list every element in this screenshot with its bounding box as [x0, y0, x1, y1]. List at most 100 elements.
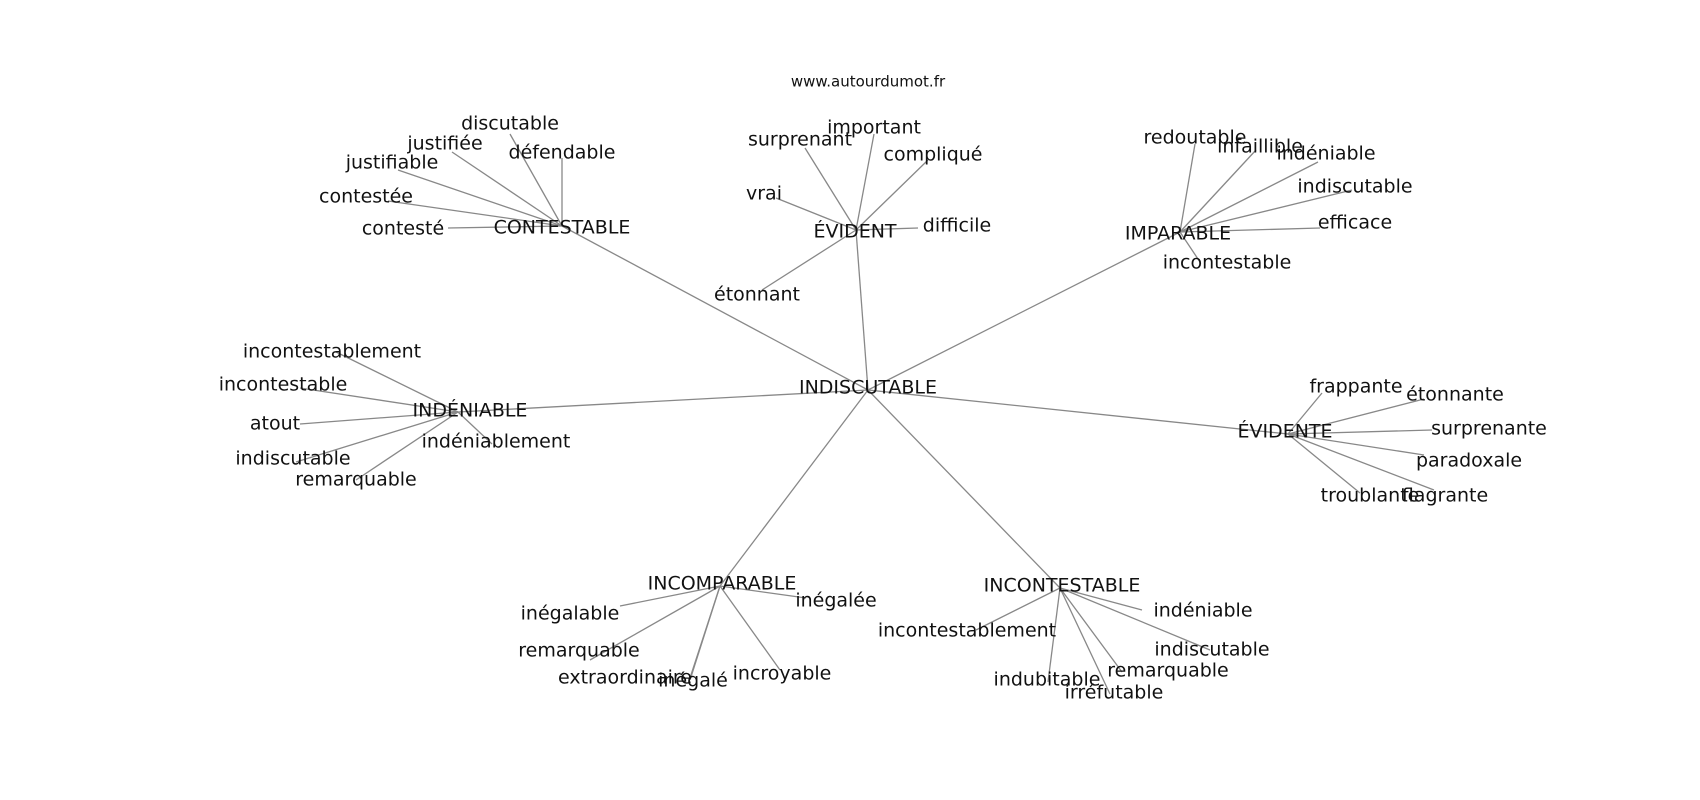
word-node-atout[interactable]: atout — [250, 413, 300, 435]
edge-indeniable-incontestablement — [335, 351, 459, 413]
hub-node-incomparable[interactable]: INCOMPARABLE — [648, 573, 797, 595]
word-node-etonnante[interactable]: étonnante — [1406, 384, 1504, 406]
word-node-indubitable[interactable]: indubitable — [994, 669, 1101, 691]
edge-contestable-conteste — [447, 225, 563, 229]
word-node-incontestable[interactable]: incontestable — [1163, 252, 1292, 274]
word-node-inegale[interactable]: inégalé — [658, 670, 728, 692]
hub-node-incontestable[interactable]: INCONTESTABLE — [984, 575, 1141, 597]
edge-incomparable-inegalable — [619, 585, 721, 607]
edge-imparable-indeniable — [1179, 161, 1319, 233]
edge-imparable-indiscutable — [1179, 189, 1353, 233]
word-node-vrai[interactable]: vrai — [746, 183, 782, 205]
word-node-incontestablement[interactable]: incontestablement — [878, 620, 1056, 642]
word-node-defendable[interactable]: défendable — [509, 142, 616, 164]
word-node-indiscutable[interactable]: indiscutable — [235, 448, 350, 470]
edge-incomparable-remarquable — [589, 585, 721, 661]
edge-center-incomparable — [719, 389, 869, 587]
edge-center-contestable — [561, 225, 869, 391]
edge-imparable-infaillible — [1179, 149, 1257, 233]
edge-center-imparable — [867, 231, 1181, 391]
word-node-incroyable[interactable]: incroyable — [733, 663, 832, 685]
word-node-paradoxale[interactable]: paradoxale — [1416, 450, 1522, 472]
edge-center-incontestable — [867, 389, 1061, 589]
edge-contestable-discutable — [509, 133, 563, 227]
word-node-indiscutable[interactable]: indiscutable — [1297, 176, 1412, 198]
graph-edges — [295, 133, 1435, 695]
edge-evident-complique — [855, 159, 929, 231]
hub-node-indeniable[interactable]: INDÉNIABLE — [413, 399, 528, 422]
word-node-incontestable[interactable]: incontestable — [219, 374, 348, 396]
hub-node-contestable[interactable]: CONTESTABLE — [494, 217, 631, 239]
edge-center-evidente — [867, 389, 1289, 435]
edge-center-evident — [855, 229, 869, 391]
edge-center-indeniable — [457, 389, 869, 413]
word-node-indeniable[interactable]: indéniable — [1276, 143, 1375, 165]
word-node-redoutable[interactable]: redoutable — [1144, 127, 1247, 149]
word-node-complique[interactable]: compliqué — [884, 144, 983, 166]
word-node-justifiee[interactable]: justifiée — [406, 133, 482, 155]
edge-incontestable-incontestablement — [975, 587, 1061, 631]
word-node-important[interactable]: important — [827, 117, 921, 139]
edge-incontestable-indubitable — [1047, 587, 1061, 683]
edge-indeniable-atout — [299, 411, 459, 425]
hub-node-evident[interactable]: ÉVIDENT — [813, 220, 896, 243]
word-node-efficace[interactable]: efficace — [1318, 212, 1392, 234]
edge-indeniable-indeniablement — [457, 411, 493, 445]
edge-imparable-efficace — [1179, 227, 1321, 233]
edge-incontestable-irrefutable — [1059, 587, 1111, 695]
hub-node-imparable[interactable]: IMPARABLE — [1125, 223, 1231, 245]
word-node-indeniablement[interactable]: indéniablement — [422, 431, 571, 453]
edge-evidente-troublante — [1287, 433, 1361, 494]
edge-evidente-surprenante — [1287, 429, 1433, 435]
word-node-conteste[interactable]: contesté — [362, 218, 444, 240]
edge-incomparable-inegale — [689, 585, 721, 681]
edge-evident-difficile — [855, 227, 919, 231]
edge-contestable-justifiee — [451, 151, 563, 227]
edge-contestable-contestee — [387, 200, 563, 227]
edge-evident-etonnant — [761, 229, 857, 291]
edge-evident-important — [855, 133, 875, 231]
word-node-remarquable[interactable]: remarquable — [295, 469, 417, 491]
word-node-surprenant[interactable]: surprenant — [748, 129, 852, 151]
word-node-surprenante[interactable]: surprenante — [1431, 418, 1547, 440]
word-node-contestee[interactable]: contestée — [319, 186, 413, 208]
word-node-difficile[interactable]: difficile — [923, 215, 991, 237]
edge-evidente-paradoxale — [1287, 433, 1425, 456]
word-node-extraordinaire[interactable]: extraordinaire — [558, 667, 692, 689]
word-node-remarquable[interactable]: remarquable — [518, 640, 640, 662]
edge-imparable-redoutable — [1179, 143, 1196, 233]
source-label: www.autourdumot.fr — [791, 73, 946, 91]
edge-evidente-etonnante — [1287, 398, 1425, 435]
word-node-troublante[interactable]: troublante — [1321, 485, 1420, 507]
hub-node-evidente[interactable]: ÉVIDENTE — [1237, 420, 1332, 443]
edge-incontestable-remarquable — [1059, 587, 1123, 673]
edge-indeniable-remarquable — [355, 411, 459, 481]
center-node-indiscutable[interactable]: INDISCUTABLE — [799, 377, 937, 399]
word-node-remarquable[interactable]: remarquable — [1107, 660, 1229, 682]
word-node-indiscutable[interactable]: indiscutable — [1154, 639, 1269, 661]
edge-evidente-frappante — [1287, 392, 1323, 435]
word-node-inegalee[interactable]: inégalée — [795, 590, 876, 612]
edge-evident-surprenant — [804, 147, 857, 231]
edge-contestable-justifiable — [397, 169, 563, 227]
word-node-justifiable[interactable]: justifiable — [345, 152, 439, 174]
edge-evident-vrai — [775, 197, 857, 231]
word-node-inegalable[interactable]: inégalable — [521, 603, 620, 625]
edge-indeniable-incontestable — [299, 387, 459, 413]
edge-incontestable-indeniable — [1059, 587, 1143, 611]
word-node-irrefutable[interactable]: irréfutable — [1065, 682, 1164, 704]
edge-incontestable-indiscutable — [1059, 587, 1211, 651]
edge-imparable-incontestable — [1179, 231, 1201, 263]
edge-evidente-flagrante — [1287, 433, 1435, 491]
word-node-flagrante[interactable]: flagrante — [1402, 485, 1488, 507]
edge-indeniable-indiscutable — [295, 411, 459, 463]
edge-incomparable-inegalee — [719, 585, 807, 599]
word-node-incontestablement[interactable]: incontestablement — [243, 341, 421, 363]
word-node-frappante[interactable]: frappante — [1309, 376, 1402, 398]
word-node-discutable[interactable]: discutable — [461, 113, 559, 135]
word-node-infaillible[interactable]: infaillible — [1217, 136, 1303, 158]
word-node-indeniable[interactable]: indéniable — [1153, 600, 1252, 622]
word-node-etonnant[interactable]: étonnant — [714, 284, 800, 306]
edge-incomparable-incroyable — [719, 585, 781, 671]
